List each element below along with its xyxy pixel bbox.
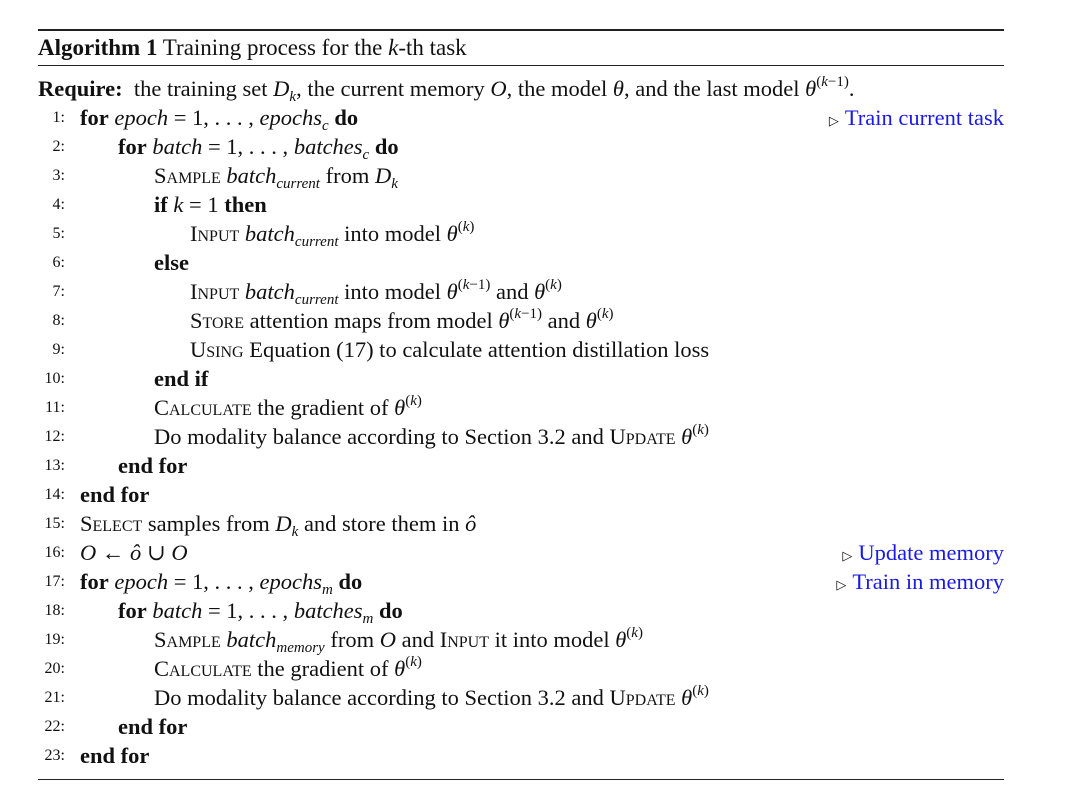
line-number: 16: [44,544,65,561]
algorithm-line-14: 14: end for [38,480,1004,509]
comment-update-memory: ▷Update memory [842,540,1004,565]
line-number: 1: [52,109,65,126]
line-number: 4: [52,196,65,213]
line-number: 20: [44,660,65,677]
algorithm-line-20: 20: Calculate the gradient of θ(k) [38,654,1004,683]
algorithm-line-21: 21: Do modality balance according to Sec… [38,683,1004,712]
line-number: 2: [52,138,65,155]
algorithm-line-5: 5: Input batchcurrent into model θ(k) [38,219,1004,250]
algorithm-line-2: 2: for batch = 1, . . . , batchesc do [38,132,1004,163]
algorithm-line-22: 22: end for [38,712,1004,741]
line-number: 6: [52,254,65,271]
line-number: 9: [52,341,65,358]
line-number: 22: [44,718,65,735]
algorithm-line-6: 6: else [38,248,1004,277]
line-number: 21: [44,689,65,706]
algorithm-line-17: 17: for epoch = 1, . . . , epochsm do ▷T… [38,567,1004,598]
algorithm-line-11: 11: Calculate the gradient of θ(k) [38,393,1004,422]
algorithm-line-18: 18: for batch = 1, . . . , batchesm do [38,596,1004,627]
line-number: 7: [52,283,65,300]
line-number: 13: [44,457,65,474]
algorithm-bottom-rule [38,779,1004,780]
comment-triangle-icon: ▷ [836,577,847,592]
algorithm-line-9: 9: Using Equation (17) to calculate atte… [38,335,1004,364]
line-number: 8: [52,312,65,329]
comment-train-current-task: ▷Train current task [828,105,1004,130]
comment-triangle-icon: ▷ [828,113,839,128]
line-number: 18: [44,602,65,619]
line-number: 10: [44,370,65,387]
algorithm-line-15: 15: Select samples from Dk and store the… [38,509,1004,540]
algorithm-line-7: 7: Input batchcurrent into model θ(k−1) … [38,277,1004,308]
algorithm-caption: Algorithm 1 Training process for the k-t… [38,35,467,60]
algorithm-line-3: 3: Sample batchcurrent from Dk [38,161,1004,192]
algorithm-line-10: 10: end if [38,364,1004,393]
algorithm-line-19: 19: Sample batchmemory from O and Input … [38,625,1004,656]
line-number: 3: [52,167,65,184]
line-number: 12: [44,428,65,445]
algorithm-caption-rule [38,65,1004,66]
line-number: 19: [44,631,65,648]
line-number: 15: [44,515,65,532]
line-number: 17: [44,573,65,590]
algorithm-line-23: 23: end for [38,741,1004,770]
require-line: Require: the training set Dk, the curren… [38,74,855,105]
algorithm-line-1: 1: for epoch = 1, . . . , epochsc do ▷Tr… [38,103,1004,134]
algorithm-line-12: 12: Do modality balance according to Sec… [38,422,1004,451]
line-number: 11: [45,399,65,416]
algorithm-line-13: 13: end for [38,451,1004,480]
line-number: 14: [44,486,65,503]
algorithm-line-8: 8: Store attention maps from model θ(k−1… [38,306,1004,335]
comment-train-in-memory: ▷Train in memory [836,569,1004,594]
line-number: 23: [44,747,65,764]
line-number: 5: [52,225,65,242]
algorithm-line-4: 4: if k = 1 then [38,190,1004,219]
algorithm-top-rule [38,29,1004,31]
algorithm-line-16: 16: O ← ô ∪ O ▷Update memory [38,538,1004,567]
comment-triangle-icon: ▷ [842,548,853,563]
